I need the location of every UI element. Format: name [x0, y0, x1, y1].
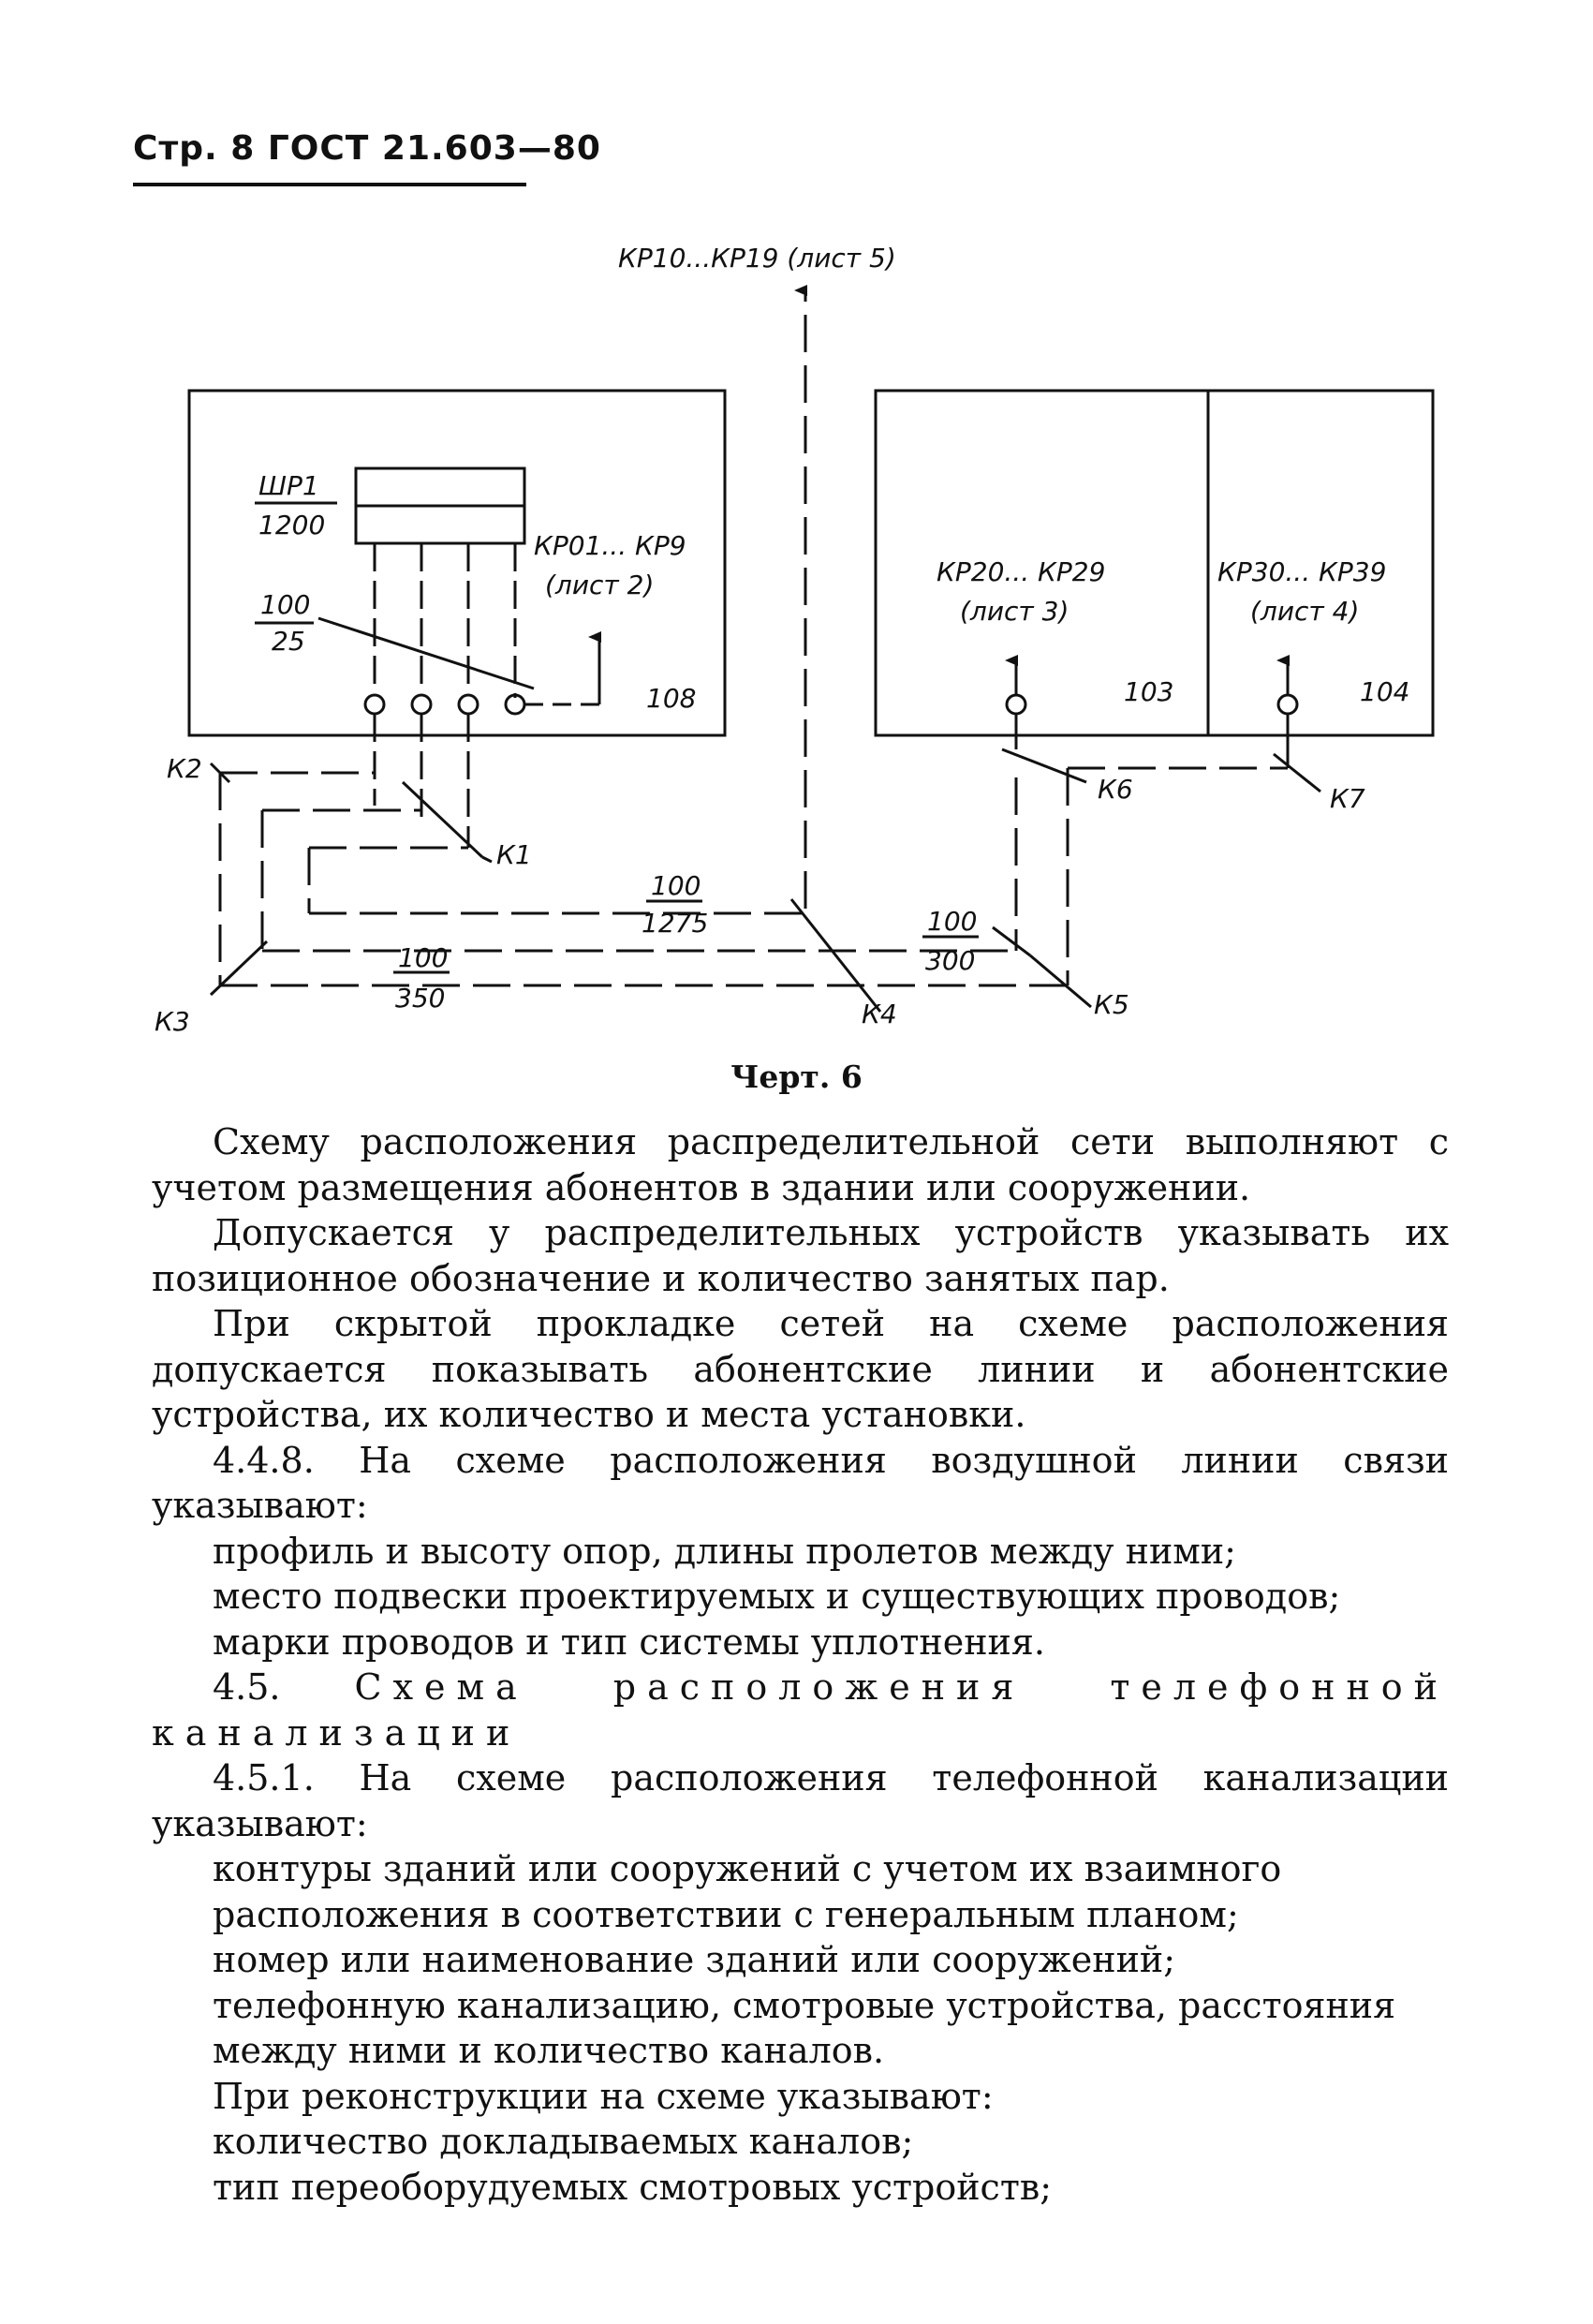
- label-bld104: 104: [1360, 676, 1409, 707]
- label-k2: К2: [167, 753, 202, 784]
- body-text: Схему расположения распределительной сет…: [152, 1119, 1449, 2210]
- label-kr30: КР30... КР39: [1217, 556, 1386, 587]
- label-350: 350: [395, 983, 445, 1014]
- label-300: 300: [925, 945, 975, 976]
- label-100c: 100: [927, 906, 977, 937]
- paragraph: Схему расположения распределительной сет…: [152, 1121, 1449, 1208]
- label-100b: 100: [651, 870, 701, 901]
- list-item: количество докладываемых каналов;: [213, 2121, 914, 2162]
- label-top-cables: КР10...КР19 (лист 5): [618, 243, 896, 274]
- list-item: телефонную канализацию, смотровые устрой…: [213, 1984, 1396, 2072]
- list-item: контуры зданий или сооружений с учетом и…: [213, 1848, 1282, 1935]
- label-k6: К6: [1098, 774, 1133, 805]
- figure-caption: Черт. 6: [730, 1058, 863, 1095]
- building-108-outline: [187, 389, 727, 737]
- building-103-outline: [874, 389, 1435, 737]
- label-k1: К1: [496, 839, 532, 870]
- label-k7: К7: [1330, 783, 1365, 814]
- list-item: марки проводов и тип системы уплотнения.: [213, 1621, 1045, 1663]
- list-item: номер или наименование зданий или сооруж…: [213, 1939, 1176, 1980]
- label-bld103: 103: [1124, 676, 1173, 707]
- paragraph: При скрытой прокладке сетей на схеме рас…: [152, 1303, 1449, 1435]
- list-item: тип переоборудуемых смотровых устройств;: [213, 2166, 1053, 2208]
- label-1275: 1275: [642, 908, 708, 939]
- label-100a: 100: [260, 589, 310, 620]
- label-box1-den: 1200: [258, 510, 325, 540]
- label-box1: ШР1: [258, 470, 319, 501]
- label-bld108: 108: [646, 683, 696, 714]
- paragraph: Допускается у распределительных устройст…: [152, 1212, 1449, 1299]
- page-header: Стр. 8 ГОСТ 21.603—80: [133, 129, 601, 168]
- label-k5: К5: [1094, 989, 1129, 1020]
- label-list2: (лист 2): [545, 570, 654, 600]
- telephone-ducts-diagram: КР10...КР19 (лист 5) ШР1 1200 КР01... КР…: [155, 243, 1435, 1037]
- header-rule: [133, 183, 526, 186]
- label-list3: (лист 3): [960, 596, 1069, 627]
- list-item: профиль и высоту опор, длины пролетов ме…: [213, 1530, 1236, 1572]
- section-heading: 4.5. Схема расположения телефонной канал…: [152, 1665, 1449, 1755]
- label-25: 25: [272, 626, 305, 657]
- section-title: Схема расположения телефонной канализаци…: [152, 1666, 1449, 1754]
- list-item: место подвески проектируемых и существую…: [213, 1576, 1341, 1617]
- label-kr01: КР01... КР9: [534, 530, 686, 561]
- label-list4: (лист 4): [1250, 596, 1359, 627]
- paragraph: 4.4.8. На схеме расположения воздушной л…: [152, 1439, 1449, 1527]
- label-100d: 100: [398, 942, 448, 973]
- label-k4: К4: [862, 999, 897, 1029]
- paragraph: 4.5.1. На схеме расположения телефонной …: [152, 1757, 1449, 1844]
- section-number: 4.5.: [213, 1666, 281, 1708]
- label-k3: К3: [155, 1006, 190, 1037]
- label-kr20: КР20... КР29: [937, 556, 1105, 587]
- paragraph: При реконструкции на схеме указывают:: [213, 2075, 994, 2117]
